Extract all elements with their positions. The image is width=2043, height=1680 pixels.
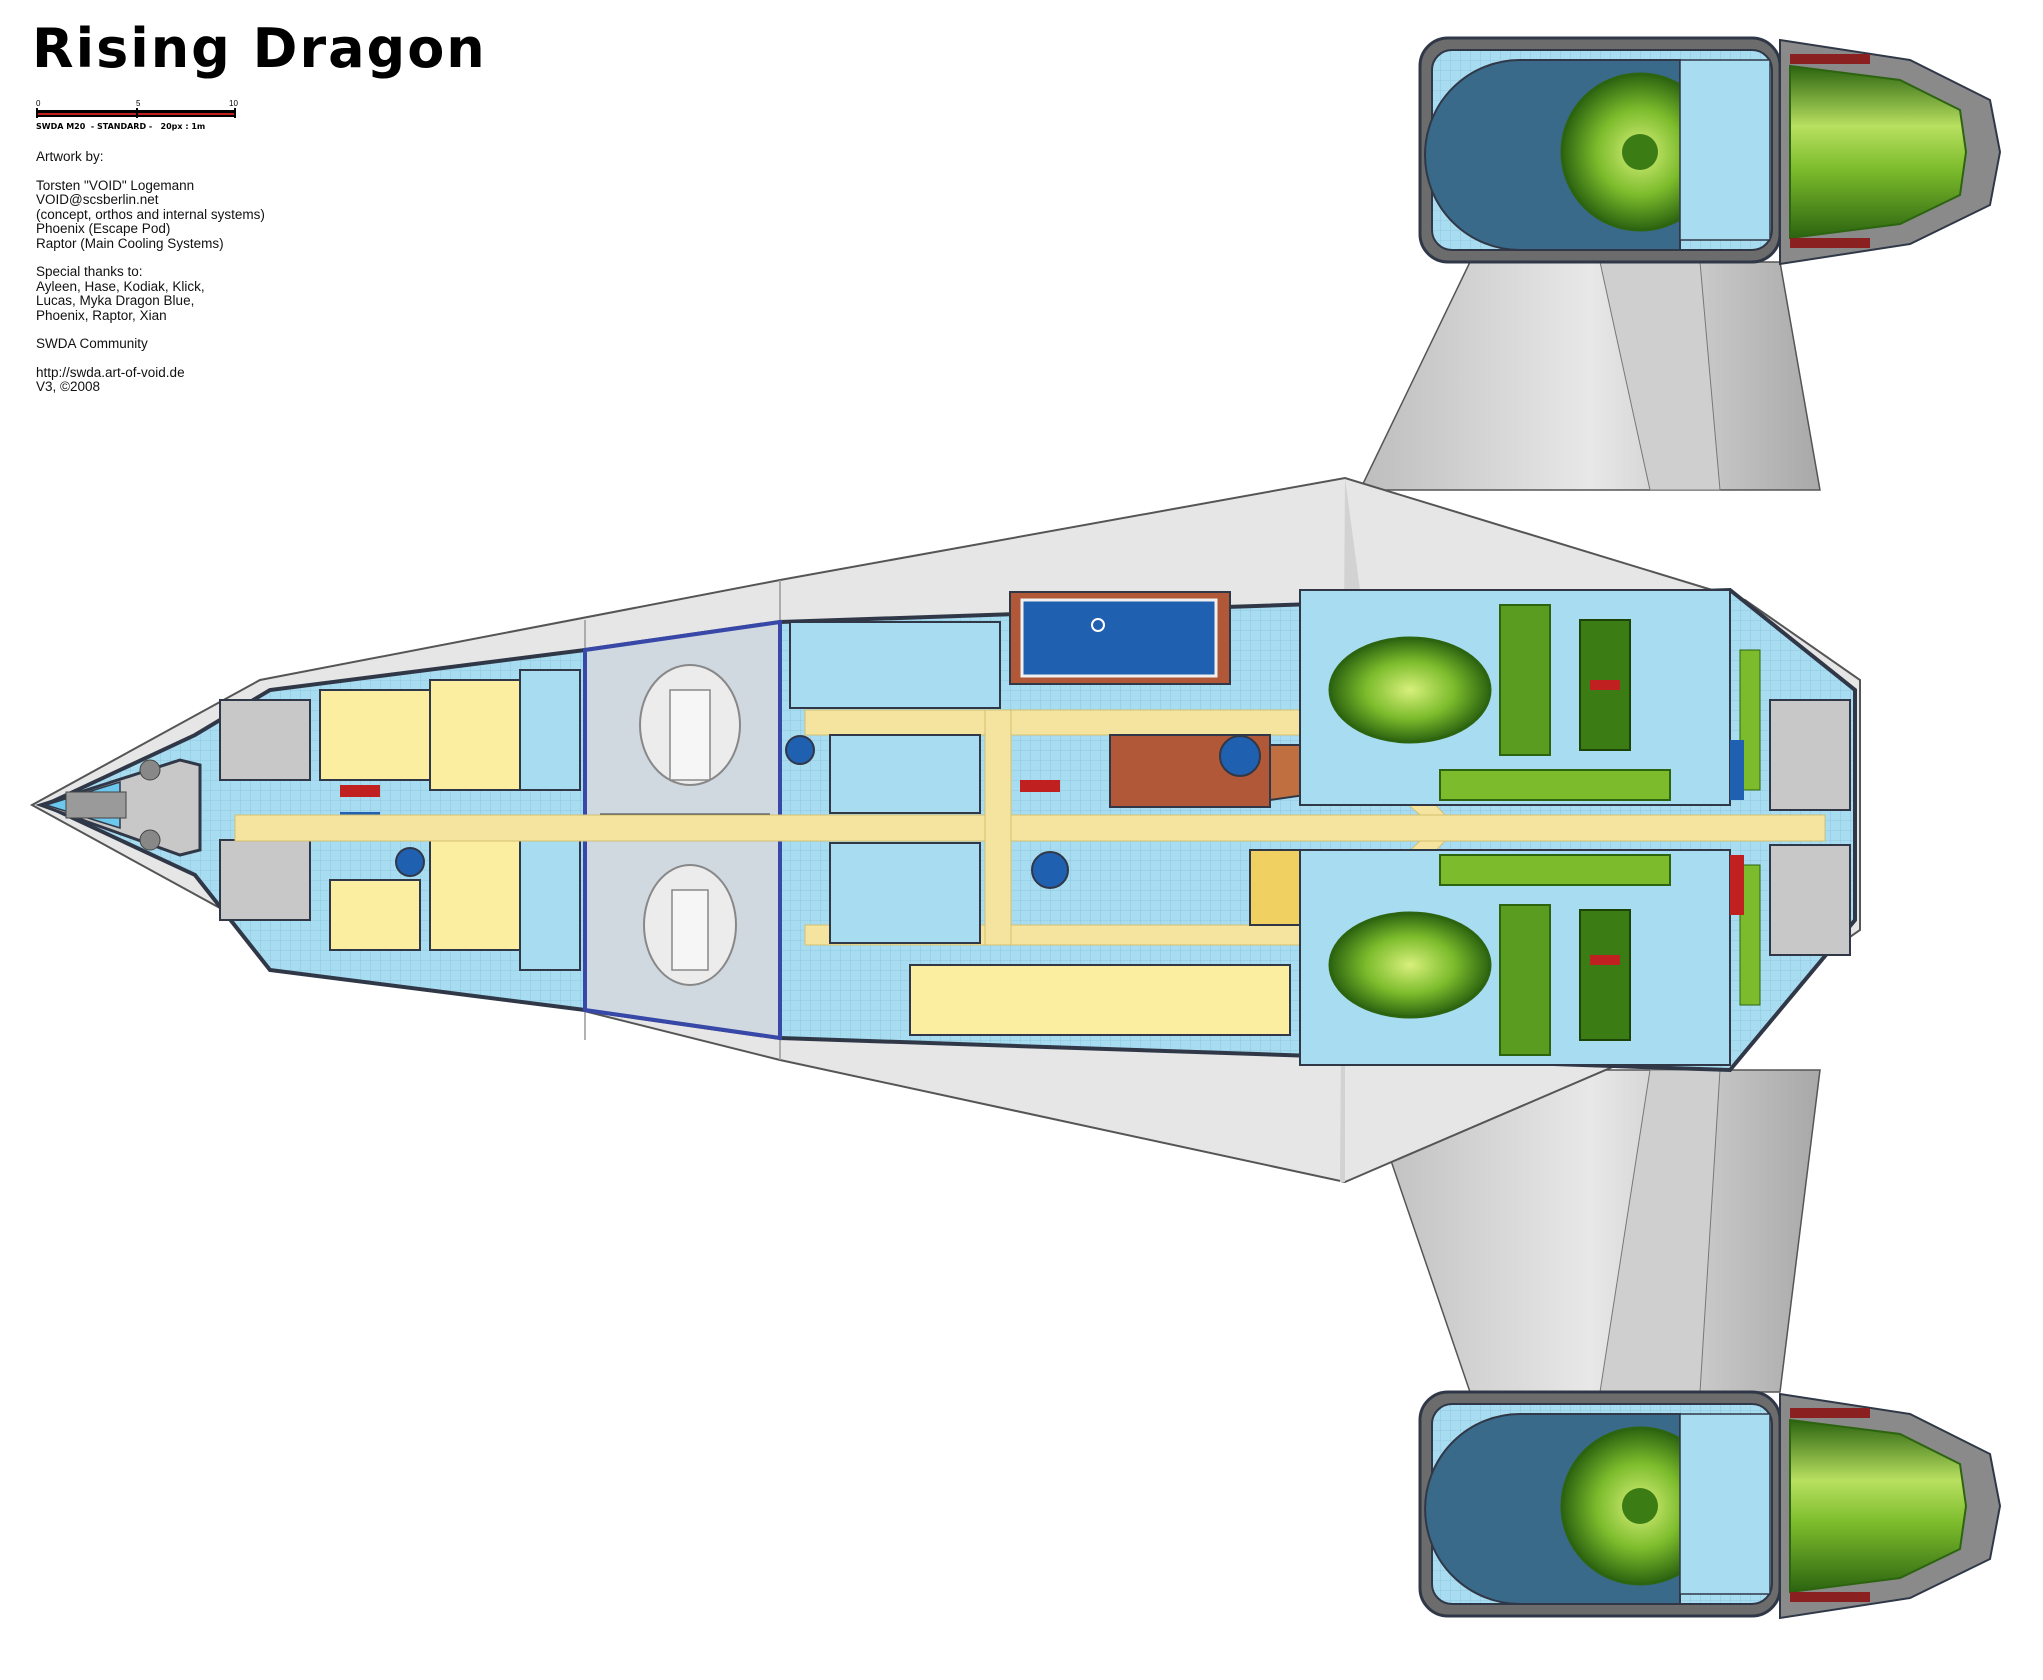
scale-bar: 0 5 10 SWDA M20 - STANDARD - 20px : 1m	[36, 99, 238, 131]
thanks-line-3: Phoenix, Raptor, Xian	[36, 307, 167, 323]
upper-engine-nacelle	[1418, 36, 2002, 266]
ship-title: Rising Dragon	[32, 17, 487, 80]
upper-thruster	[1789, 64, 1968, 240]
swimming-pool	[1009, 591, 1231, 685]
thanks-line-2: Lucas, Myka Dragon Blue,	[36, 293, 195, 308]
version-copyright: V3, ©2008	[36, 379, 100, 394]
upper-pylon	[1358, 261, 1821, 491]
thanks-heading: Special thanks to:	[36, 264, 143, 279]
artwork-heading: Artwork by:	[36, 149, 104, 164]
upper-reactor	[1328, 636, 1492, 744]
stern-modules	[1730, 699, 1851, 956]
lower-engine-nacelle	[1418, 1390, 2002, 1620]
author-name: Torsten "VOID" Logemann	[36, 177, 195, 193]
credit-phoenix: Phoenix (Escape Pod)	[36, 221, 171, 236]
lower-thruster	[1789, 1418, 1968, 1594]
author-email: VOID@scsberlin.net	[36, 192, 159, 207]
lower-reactor	[1328, 911, 1492, 1019]
website-url: http://swda.art-of-void.de	[36, 364, 185, 380]
credit-raptor: Raptor (Main Cooling Systems)	[36, 235, 224, 251]
shuttle-upper	[639, 664, 741, 786]
thanks-line-1: Ayleen, Hase, Kodiak, Klick,	[36, 278, 205, 294]
scale-caption: SWDA M20 - STANDARD - 20px : 1m	[36, 122, 205, 131]
machinery-section	[1299, 589, 1761, 1066]
scale-tick-0: 0	[36, 99, 41, 108]
bridge-cockpit	[35, 758, 202, 857]
lower-pylon	[1358, 1069, 1821, 1393]
scale-tick-10: 10	[229, 99, 238, 108]
credits-block: Artwork by: Torsten "VOID" Logemann VOID…	[36, 149, 265, 395]
scale-tick-5: 5	[136, 99, 141, 108]
author-role: (concept, orthos and internal systems)	[36, 206, 265, 222]
shuttle-lower	[643, 864, 737, 986]
community-name: SWDA Community	[36, 336, 148, 351]
